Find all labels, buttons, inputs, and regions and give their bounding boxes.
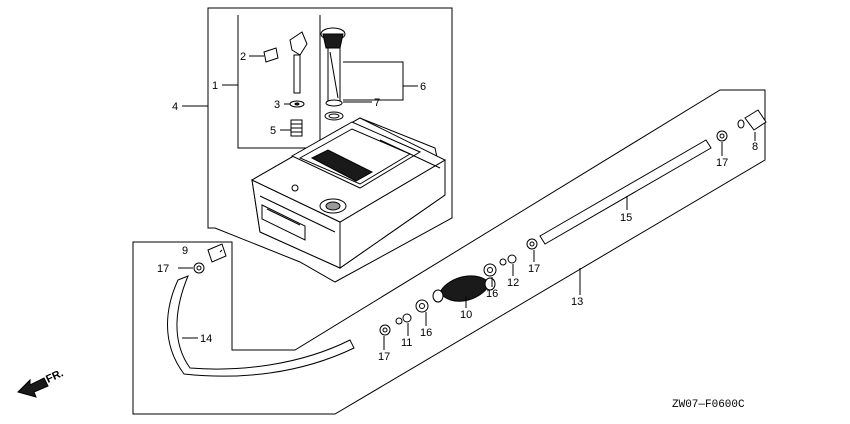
callout-7: 7 xyxy=(374,97,380,109)
callout-10: 10 xyxy=(460,309,472,321)
callout-16-b: 16 xyxy=(420,327,432,339)
callout-17-a: 17 xyxy=(716,157,728,169)
callout-5: 5 xyxy=(270,125,276,137)
tank-assembly-outline xyxy=(207,7,453,283)
fuel-gauge-parts xyxy=(263,31,308,137)
connector-9 xyxy=(207,243,227,263)
callout-1: 1 xyxy=(212,80,218,92)
tank-pickup-assembly xyxy=(320,27,346,121)
primer-bulb-10 xyxy=(432,275,496,303)
callout-14: 14 xyxy=(200,333,212,345)
callout-3: 3 xyxy=(274,99,280,111)
callout-4: 4 xyxy=(172,101,178,113)
callout-16-a: 16 xyxy=(486,288,498,300)
callout-15: 15 xyxy=(620,212,632,224)
callout-12: 12 xyxy=(507,277,519,289)
arrow-icon xyxy=(17,377,49,398)
callout-2: 2 xyxy=(240,51,246,63)
callout-6: 6 xyxy=(420,81,426,93)
fittings xyxy=(193,130,728,336)
drawing-code: ZW07—F0600C xyxy=(672,399,745,411)
callout-13: 13 xyxy=(571,296,583,308)
fuel-hose-15 xyxy=(539,139,712,245)
callout-17-d: 17 xyxy=(378,351,390,363)
callout-labels: 1 2 3 4 5 6 7 8 9 10 11 12 13 14 15 16 1… xyxy=(157,51,758,363)
callout-9: 9 xyxy=(182,245,188,257)
callout-17-c: 17 xyxy=(528,263,540,275)
direction-label: FR. xyxy=(44,367,65,385)
callout-17-b: 17 xyxy=(157,263,169,275)
fuel-tank xyxy=(250,117,447,269)
fuel-hose-14 xyxy=(167,275,355,377)
gauge-subassembly-bracket xyxy=(237,15,321,149)
callout-11: 11 xyxy=(401,337,412,349)
callout-8: 8 xyxy=(752,141,758,153)
leader-lines xyxy=(178,55,756,350)
hose-assembly-outline xyxy=(132,89,766,415)
front-direction-marker: FR. xyxy=(17,367,65,398)
connector-8 xyxy=(737,109,767,131)
